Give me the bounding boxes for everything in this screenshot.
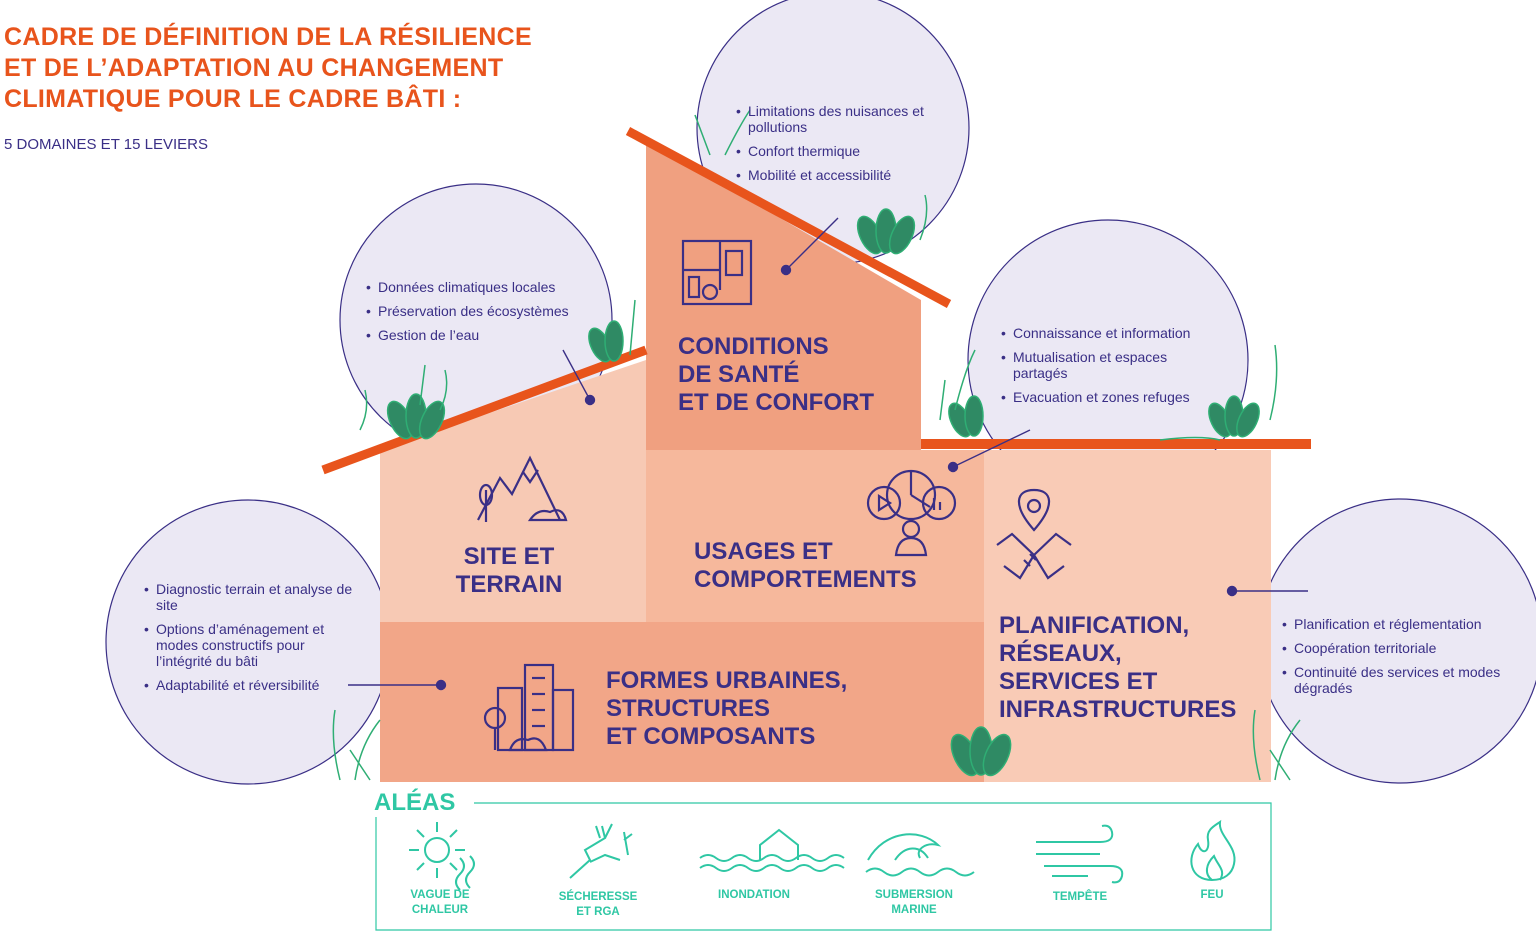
lever-item: Mutualisation et espaces partagés xyxy=(1001,349,1223,381)
connector-dot-site xyxy=(584,394,596,406)
domain-title-line: PLANIFICATION, xyxy=(999,612,1190,639)
title-line-2: ET DE L’ADAPTATION AU CHANGEMENT xyxy=(4,54,504,82)
mountain-icon xyxy=(477,455,568,522)
plant-icon xyxy=(1252,709,1301,781)
plants xyxy=(332,109,1301,781)
levers-sante: Limitations des nuisances et pollutions … xyxy=(736,103,936,191)
lever-item: Adaptabilité et réversibilité xyxy=(144,677,359,693)
wave-icon xyxy=(865,833,975,877)
flood-house-icon xyxy=(699,828,845,872)
aleas-title: ALÉAS xyxy=(374,789,464,817)
connectors xyxy=(348,217,1308,691)
domain-title-line: TERRAIN xyxy=(455,571,563,598)
connector-dot-usages xyxy=(947,461,959,473)
domain-title-line: ET COMPOSANTS xyxy=(606,723,816,750)
location-handshake-icon xyxy=(996,488,1072,580)
domain-title-line: INFRASTRUCTURES xyxy=(999,696,1237,723)
buildings-icon xyxy=(483,663,575,752)
hazard-label: SUBMERSION MARINE xyxy=(854,888,974,918)
lever-item: Connaissance et information xyxy=(1001,325,1223,341)
roof-site xyxy=(321,345,648,475)
lever-item: Options d’aménagement et modes construct… xyxy=(144,621,359,669)
connector-dot-sante xyxy=(780,264,792,276)
title-line-3: CLIMATIQUE POUR LE CADRE BÂTI : xyxy=(4,85,462,113)
domain-planif-title: PLANIFICATION, RÉSEAUX, SERVICES ET INFR… xyxy=(999,612,1236,724)
domain-icons xyxy=(477,239,1072,752)
connector-dot-planif xyxy=(1226,585,1238,597)
hazard-label-line: MARINE xyxy=(891,904,937,916)
hazard-label-line: CHALEUR xyxy=(411,904,469,916)
block-formes xyxy=(380,622,984,782)
user-network-icon xyxy=(866,469,957,557)
roofs xyxy=(321,127,1311,475)
plant-icon xyxy=(359,364,448,440)
lever-item: Evacuation et zones refuges xyxy=(1001,389,1223,405)
connector-dot-formes xyxy=(435,679,447,691)
plant-icon xyxy=(1159,344,1278,441)
hazard-label-line: ET RGA xyxy=(576,906,620,918)
domain-title-line: SITE ET xyxy=(463,543,555,570)
floor-plan-icon xyxy=(681,239,753,306)
lever-item: Continuité des services et modes dégradé… xyxy=(1282,664,1522,696)
lever-item: Confort thermique xyxy=(736,143,936,159)
domain-title-line: ET DE CONFORT xyxy=(678,389,874,416)
lever-item: Diagnostic terrain et analyse de site xyxy=(144,581,359,613)
title-line-1: CADRE DE DÉFINITION DE LA RÉSILIENCE xyxy=(4,23,532,51)
hazard-label: SÉCHERESSE ET RGA xyxy=(538,890,658,920)
domain-usages-title: USAGES ET COMPORTEMENTS xyxy=(694,538,917,594)
wind-icon xyxy=(1036,824,1124,884)
hazard-label: VAGUE DE CHALEUR xyxy=(380,888,500,918)
plant-icon xyxy=(950,726,1012,777)
roof-sante xyxy=(625,127,952,308)
block-sante xyxy=(646,140,921,450)
house-blocks xyxy=(380,140,1271,782)
hazard-label: FEU xyxy=(1152,888,1272,903)
drought-crack-icon xyxy=(569,823,633,879)
aleas-frame xyxy=(375,802,1272,931)
hazard-label-line: SÉCHERESSE xyxy=(558,891,638,903)
block-planif xyxy=(921,450,1271,782)
lever-item: Limitations des nuisances et pollutions xyxy=(736,103,936,135)
plant-icon xyxy=(332,709,381,781)
levers-site: Données climatiques locales Préservation… xyxy=(366,279,616,351)
lever-item: Planification et réglementation xyxy=(1282,616,1522,632)
lever-item: Données climatiques locales xyxy=(366,279,616,295)
domain-title-line: FORMES URBAINES, xyxy=(606,667,848,694)
page-subtitle: 5 DOMAINES ET 15 LEVIERS xyxy=(4,136,208,153)
domain-title-line: CONDITIONS xyxy=(678,333,829,360)
levers-formes: Diagnostic terrain et analyse de site Op… xyxy=(144,581,359,701)
domain-title-line: USAGES ET xyxy=(694,538,833,565)
levers-usages: Connaissance et information Mutualisatio… xyxy=(1001,325,1223,413)
hazard-label-line: VAGUE DE xyxy=(410,889,470,901)
domain-formes-title: FORMES URBAINES, STRUCTURES ET COMPOSANT… xyxy=(606,667,847,751)
hazard-label-line: TEMPÊTE xyxy=(1052,891,1108,903)
connector-usages xyxy=(952,429,1031,468)
domain-title-line: RÉSEAUX, xyxy=(999,640,1122,667)
hazard-label: INONDATION xyxy=(694,888,814,903)
connector-site xyxy=(562,349,591,401)
page-title: CADRE DE DÉFINITION DE LA RÉSILIENCE ET … xyxy=(4,22,532,115)
domain-title-line: SERVICES ET xyxy=(999,668,1158,695)
hazard-label: TEMPÊTE xyxy=(1020,890,1140,905)
hazard-label-line: INONDATION xyxy=(718,889,790,901)
fire-icon xyxy=(1190,819,1236,882)
sun-heat-icon xyxy=(409,822,475,891)
domain-sante-title: CONDITIONS DE SANTÉ ET DE CONFORT xyxy=(678,333,874,417)
domain-title-line: STRUCTURES xyxy=(606,695,771,722)
lever-item: Gestion de l’eau xyxy=(366,327,616,343)
block-usages xyxy=(646,450,984,622)
lever-item: Préservation des écosystèmes xyxy=(366,303,616,319)
connector-sante xyxy=(785,217,839,271)
domain-site-title: SITE ET TERRAIN xyxy=(450,543,568,599)
hazard-icons xyxy=(409,819,1236,891)
hazard-label-line: FEU xyxy=(1200,889,1224,901)
plant-icon xyxy=(939,349,984,438)
lever-item: Mobilité et accessibilité xyxy=(736,167,936,183)
domain-title-line: COMPORTEMENTS xyxy=(694,566,917,593)
levers-planif: Planification et réglementation Coopérat… xyxy=(1282,616,1522,704)
hazard-label-line: SUBMERSION xyxy=(875,889,953,901)
domain-title-line: DE SANTÉ xyxy=(678,361,800,388)
lever-item: Coopération territoriale xyxy=(1282,640,1522,656)
